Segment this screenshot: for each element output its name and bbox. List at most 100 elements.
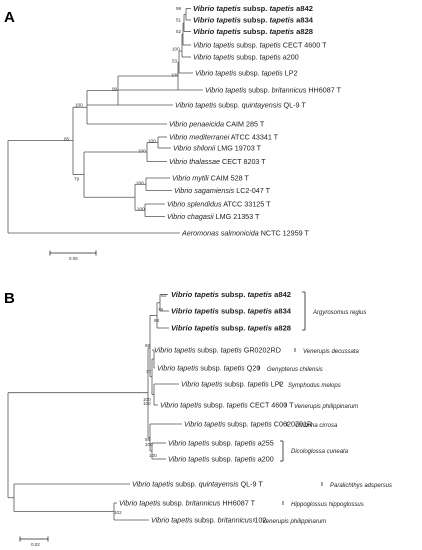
leaf-label-part: Vibrio tapetis — [184, 420, 226, 429]
leaf-label-part: subsp. — [241, 27, 270, 36]
leaf-label-part: LP2 — [283, 69, 298, 78]
leaf-label-part: Vibrio tapetis — [132, 480, 174, 489]
leaf-label: Vibrio tapetis subsp. tapetis a828 — [193, 27, 313, 36]
bootstrap-value: 52 — [176, 29, 182, 34]
host-species-label: Venerupis philippinarum — [262, 519, 326, 525]
leaf-label-part: tapetis — [262, 69, 284, 78]
leaf-label-part: a200 — [256, 455, 274, 464]
leaf-label: Vibrio tapetis subsp. tapetis a200 — [193, 53, 299, 62]
leaf-label-part: a200 — [281, 53, 299, 62]
bootstrap-value: 85 — [64, 137, 70, 142]
leaf-label: Vibrio mytili CAIM 528 T — [172, 174, 249, 183]
leaf-label-part: Vibrio tapetis — [157, 364, 199, 373]
host-bracket: Umbrina cirrosa — [286, 422, 338, 429]
leaf-label-part: a255 — [256, 439, 274, 448]
host-species-label: Paralichthys adspersus — [330, 483, 392, 489]
leaf-label-part: Vibrio tapetis — [168, 455, 210, 464]
leaf-label-part: tapetis — [235, 455, 257, 464]
leaf-label-part: ATCC 33125 T — [222, 200, 271, 209]
leaf-label-part: quintayensis — [242, 101, 282, 110]
leaf-label: Vibrio mediterranei ATCC 43341 T — [169, 133, 279, 142]
leaf-label-part: subsp. — [160, 499, 185, 508]
leaf-label: Vibrio tapetis subsp. tapetis a834 — [193, 16, 314, 25]
leaf-label-part: Vibrio thalassae — [169, 157, 220, 166]
leaf-label-part: britannicus — [272, 86, 307, 95]
leaf-label-part: Vibrio tapetis — [193, 27, 241, 36]
bootstrap-value: 100 — [75, 103, 83, 108]
leaf-label-part: CECT 4600 T — [281, 41, 327, 50]
leaf-label-part: subsp. — [201, 401, 226, 410]
leaf-label-part: subsp. — [225, 420, 250, 429]
leaf-label-part: Q20 — [245, 364, 261, 373]
host-bracket: Venerupis philippinarum — [285, 403, 358, 410]
leaf-label-part: tapetis — [251, 420, 273, 429]
leaf-label-part: CAIM 285 T — [224, 120, 265, 129]
leaf-label-part: Vibrio sagamiensis — [174, 186, 235, 195]
panel-label-a: A — [4, 9, 15, 26]
bootstrap-value: 100 — [171, 73, 179, 78]
leaf-label-part: a834 — [294, 16, 314, 25]
leaf-label-part: subsp. — [173, 480, 198, 489]
host-bracket: Argyrosomus regius — [302, 291, 366, 331]
leaf-label-part: a828 — [294, 27, 313, 36]
leaf-label: Vibrio tapetis subsp. tapetis Q20 — [157, 364, 260, 373]
leaf-label-part: Vibrio mytili — [172, 174, 209, 183]
leaf-label-part: CAIM 528 T — [209, 174, 250, 183]
leaf-label-part: 102 — [252, 516, 266, 525]
leaf-label-part: a842 — [294, 4, 313, 13]
leaf-label-part: tapetis — [248, 307, 272, 316]
leaf-label-part: LC2-047 T — [234, 186, 270, 195]
leaf-label-part: subsp. — [198, 364, 223, 373]
leaf-label-part: C0620701R — [272, 420, 312, 429]
host-bracket: Venerupis decussata — [294, 348, 359, 355]
leaf-label-part: GR0202RD — [242, 346, 281, 355]
leaf-label: Vibrio tapetis subsp. tapetis CECT 4600 … — [160, 401, 294, 410]
leaf-label-part: tapetis — [224, 364, 246, 373]
leaf-label: Aeromonas salmonicida NCTC 12959 T — [181, 229, 310, 238]
leaf-label-part: Vibrio splendidus — [167, 200, 222, 209]
leaf-label-part: subsp. — [241, 16, 270, 25]
leaf-label-part: subsp. — [234, 41, 259, 50]
leaf-label-part: tapetis — [260, 41, 282, 50]
bootstrap-value: 100 — [138, 149, 146, 154]
bootstrap-value: 100 — [143, 401, 151, 406]
leaf-label-part: subsp. — [216, 101, 241, 110]
leaf-label-part: Vibrio tapetis — [181, 380, 223, 389]
bootstrap-value: 51 — [176, 18, 182, 23]
leaf-label-part: subsp. — [241, 4, 270, 13]
leaf-label-part: tapetis — [248, 324, 272, 333]
scale-bar-label: 0.02 — [31, 542, 40, 547]
leaf-label-part: LP2 — [269, 380, 284, 389]
bootstrap-value: 100 — [172, 47, 180, 52]
leaf-label: Vibrio tapetis subsp. tapetis a255 — [168, 439, 274, 448]
leaf-label-part: NCTC 12959 T — [259, 229, 310, 238]
leaf-label: Vibrio tapetis subsp. tapetis LP2 — [181, 380, 284, 389]
host-bracket: Genypterus chilensis — [258, 366, 323, 373]
leaf-label-part: tapetis — [270, 16, 294, 25]
bootstrap-value: 99 — [176, 6, 182, 11]
bootstrap-value: 100 — [143, 397, 151, 402]
host-bracket: Hippoglossus hippoglossus — [282, 501, 364, 508]
host-species-label: Symphodus melops — [288, 383, 341, 389]
host-bracket: Paralichthys adspersus — [321, 482, 392, 489]
leaf-label-part: a828 — [272, 324, 291, 333]
bootstrap-value: 68 — [145, 343, 151, 348]
bootstrap-value: 102 — [114, 510, 122, 515]
leaf-label-part: subsp. — [209, 439, 234, 448]
bootstrap-value: 79 — [74, 177, 80, 182]
leaf-label-part: Vibrio tapetis — [205, 86, 247, 95]
leaf-label: Vibrio tapetis subsp. quintayensis QL-9 … — [132, 480, 263, 489]
leaf-label-part: britannicus — [218, 516, 253, 525]
leaf-label: Vibrio splendidus ATCC 33125 T — [167, 200, 271, 209]
leaf-label: Vibrio sagamiensis LC2-047 T — [174, 186, 271, 195]
leaf-label-part: Vibrio tapetis — [193, 4, 241, 13]
leaf-label-part: QL-9 T — [282, 101, 307, 110]
leaf-label: Vibrio tapetis subsp. tapetis GR0202RD — [154, 346, 281, 355]
leaf-label-part: Vibrio tapetis — [171, 290, 219, 299]
leaf-label: Vibrio tapetis subsp. britannicus 102 — [151, 516, 266, 525]
leaf-label-part: subsp. — [219, 324, 248, 333]
leaf-label-part: Vibrio tapetis — [119, 499, 161, 508]
